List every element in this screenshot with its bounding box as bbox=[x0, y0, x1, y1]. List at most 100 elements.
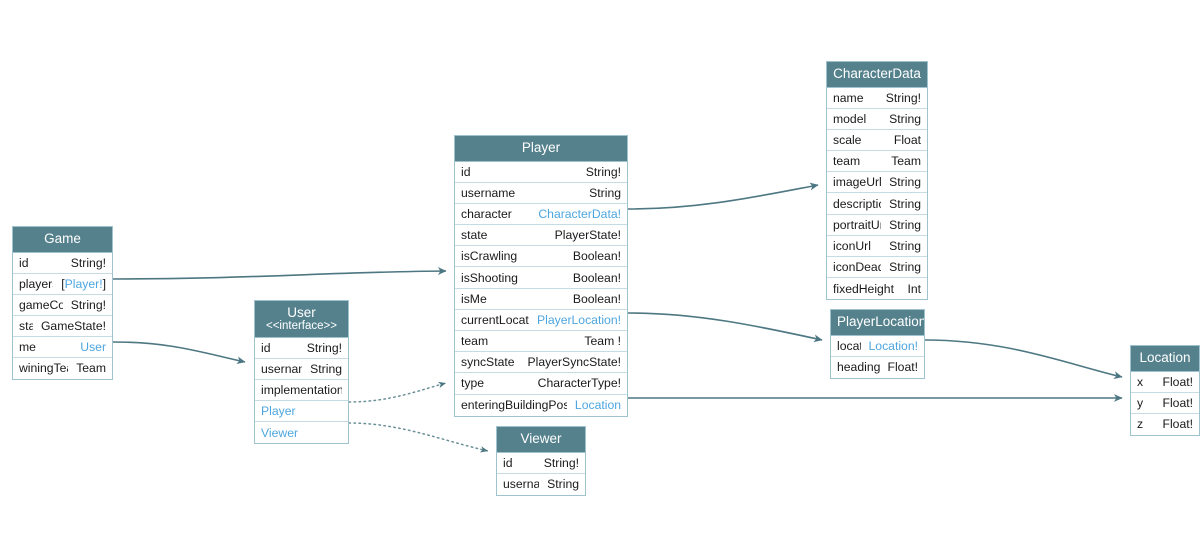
field-row[interactable]: username String bbox=[455, 182, 627, 204]
field-type: Float! bbox=[1162, 395, 1193, 410]
field-row[interactable]: model String bbox=[827, 108, 927, 130]
field-row[interactable]: imageUrl String bbox=[827, 172, 927, 194]
implementations-label: implementations bbox=[261, 383, 342, 398]
field-row[interactable]: isShooting Boolean! bbox=[455, 267, 627, 289]
field-type: PlayerLocation! bbox=[536, 312, 621, 327]
field-row[interactable]: x Float! bbox=[1131, 371, 1199, 393]
field-row[interactable]: type CharacterType! bbox=[455, 373, 627, 395]
field-row[interactable]: syncState PlayerSyncState! bbox=[455, 352, 627, 374]
field-row[interactable]: fixedHeight Int bbox=[827, 278, 927, 300]
field-name: username bbox=[261, 362, 302, 377]
field-row[interactable]: id String! bbox=[455, 161, 627, 183]
field-name: syncState bbox=[461, 355, 515, 370]
implementation-row-viewer[interactable]: Viewer bbox=[255, 422, 348, 444]
field-row[interactable]: portraitUrl String bbox=[827, 214, 927, 236]
field-type: String bbox=[547, 477, 579, 492]
field-row[interactable]: iconDeadUrl String bbox=[827, 257, 927, 279]
field-row[interactable]: iconUrl String bbox=[827, 235, 927, 258]
field-name: enteringBuildingPosition bbox=[461, 398, 567, 413]
field-type: String bbox=[310, 362, 342, 377]
field-row[interactable]: username String bbox=[255, 359, 348, 381]
field-row[interactable]: username String bbox=[497, 473, 585, 495]
field-type: Location bbox=[574, 398, 621, 413]
entity-viewer-title: Viewer bbox=[497, 427, 585, 453]
field-row[interactable]: enteringBuildingPosition Location bbox=[455, 394, 627, 416]
field-type: CharacterType! bbox=[537, 376, 621, 391]
field-name: isShooting bbox=[461, 270, 518, 285]
field-row[interactable]: team Team ! bbox=[455, 331, 627, 353]
field-name: team bbox=[461, 334, 489, 349]
entity-characterdata-title: CharacterData bbox=[827, 62, 927, 88]
field-name: id bbox=[461, 164, 471, 179]
entity-player[interactable]: Player id String! username String charac… bbox=[454, 135, 628, 417]
implementation-row-player[interactable]: Player bbox=[255, 401, 348, 423]
field-type: Location! bbox=[868, 338, 918, 353]
field-row[interactable]: players [Player!] bbox=[13, 273, 112, 295]
field-row[interactable]: scale Float bbox=[827, 129, 927, 152]
implementation-name: Viewer bbox=[261, 425, 299, 440]
field-row[interactable]: winingTeam Team bbox=[13, 357, 112, 379]
implementations-label-row: implementations bbox=[255, 380, 348, 402]
entity-playerlocation-title: PlayerLocation bbox=[831, 310, 924, 336]
field-type: Boolean! bbox=[572, 270, 621, 285]
field-row[interactable]: gameCode String! bbox=[13, 294, 112, 316]
field-type: CharacterData! bbox=[538, 206, 621, 221]
field-row[interactable]: description String bbox=[827, 193, 927, 215]
field-type: String bbox=[889, 217, 921, 232]
field-row[interactable]: state GameState! bbox=[13, 315, 112, 337]
field-row[interactable]: z Float! bbox=[1131, 413, 1199, 435]
field-row[interactable]: isMe Boolean! bbox=[455, 288, 627, 310]
field-row[interactable]: heading Float! bbox=[831, 356, 924, 378]
field-type: String! bbox=[543, 455, 579, 470]
field-type: Float bbox=[893, 132, 921, 147]
field-type: String! bbox=[306, 341, 342, 356]
field-name: me bbox=[19, 339, 36, 354]
field-name: id bbox=[503, 455, 513, 470]
entity-user[interactable]: User <<interface>> id String! username S… bbox=[254, 300, 349, 445]
entity-viewer[interactable]: Viewer id String! username String bbox=[496, 426, 586, 496]
field-name: iconUrl bbox=[833, 238, 871, 253]
field-name: username bbox=[461, 185, 516, 200]
field-name: username bbox=[503, 477, 540, 492]
implementation-name: Player bbox=[261, 404, 296, 419]
field-name: id bbox=[261, 341, 271, 356]
field-type: String! bbox=[70, 255, 106, 270]
field-name: y bbox=[1137, 395, 1144, 410]
entity-playerlocation[interactable]: PlayerLocation location Location! headin… bbox=[830, 309, 925, 379]
field-name: players bbox=[19, 276, 53, 291]
field-name: iconDeadUrl bbox=[833, 260, 881, 275]
field-row[interactable]: y Float! bbox=[1131, 392, 1199, 414]
field-name: scale bbox=[833, 132, 862, 147]
edge-user-implements-viewer bbox=[348, 422, 489, 453]
field-row[interactable]: location Location! bbox=[831, 335, 924, 357]
field-row[interactable]: id String! bbox=[255, 338, 348, 360]
field-row[interactable]: team Team bbox=[827, 151, 927, 173]
field-name: id bbox=[19, 255, 29, 270]
field-name: location bbox=[837, 338, 861, 353]
entity-user-name: User bbox=[287, 305, 316, 320]
field-type: Float! bbox=[1162, 417, 1193, 432]
field-name: type bbox=[461, 376, 485, 391]
field-name: description bbox=[833, 196, 881, 211]
field-type: Int bbox=[907, 281, 921, 296]
field-type: String bbox=[889, 196, 921, 211]
field-row[interactable]: currentLocation PlayerLocation! bbox=[455, 309, 627, 332]
field-row[interactable]: name String! bbox=[827, 87, 927, 109]
field-row[interactable]: id String! bbox=[497, 452, 585, 474]
entity-location[interactable]: Location x Float! y Float! z Float! bbox=[1130, 345, 1200, 436]
field-row[interactable]: character CharacterData! bbox=[455, 203, 627, 226]
field-type: String bbox=[889, 175, 921, 190]
field-row[interactable]: me User bbox=[13, 336, 112, 358]
field-row[interactable]: state PlayerState! bbox=[455, 225, 627, 247]
field-row[interactable]: isCrawling Boolean! bbox=[455, 246, 627, 268]
field-name: character bbox=[461, 206, 512, 221]
field-type: Float! bbox=[887, 360, 918, 375]
entity-characterdata[interactable]: CharacterData name String! model String … bbox=[826, 61, 928, 301]
field-name: isMe bbox=[461, 291, 487, 306]
field-name: heading bbox=[837, 360, 880, 375]
field-row[interactable]: id String! bbox=[13, 252, 112, 274]
entity-user-stereotype: <<interface>> bbox=[266, 319, 337, 332]
field-type: String bbox=[889, 260, 921, 275]
entity-game[interactable]: Game id String! players [Player!] gameCo… bbox=[12, 226, 113, 380]
field-type: Team bbox=[891, 154, 921, 169]
